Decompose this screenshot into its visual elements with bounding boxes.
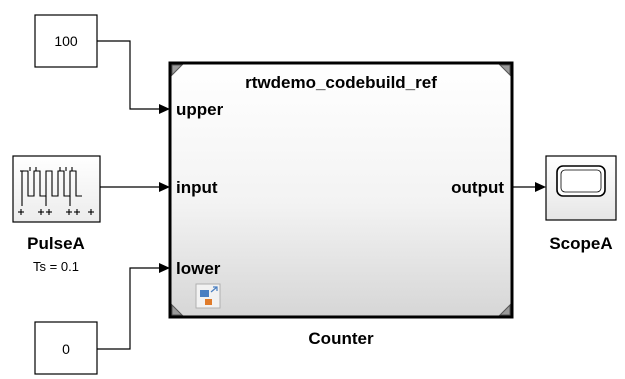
- arrowheads: [159, 104, 546, 273]
- model-block-corners: [171, 64, 511, 316]
- pulse-generator-sample-time: Ts = 0.1: [33, 259, 79, 274]
- constant-block-upper[interactable]: 100: [34, 14, 98, 68]
- model-reference-block[interactable]: rtwdemo_codebuild_ref upper input lower …: [168, 61, 514, 348]
- port-label-input: input: [176, 178, 218, 197]
- arrowhead-input: [159, 182, 170, 192]
- model-block-name: Counter: [308, 329, 374, 348]
- port-label-upper: upper: [176, 100, 224, 119]
- model-block-frame: [168, 61, 514, 319]
- pulse-train-icon: [18, 167, 94, 215]
- signal-lines: [97, 40, 535, 350]
- arrowhead-upper: [159, 104, 170, 114]
- constant-upper-frame: [34, 14, 98, 68]
- signal-line-upper[interactable]: [97, 40, 162, 110]
- arrowhead-lower: [159, 263, 170, 273]
- constant-lower-frame: [34, 321, 98, 375]
- model-reference-icon[interactable]: [195, 283, 221, 309]
- signal-line-lower[interactable]: [97, 267, 162, 350]
- constant-lower-value: 0: [62, 341, 70, 357]
- pulse-generator-block[interactable]: PulseA Ts = 0.1: [12, 155, 101, 274]
- model-block-model-name: rtwdemo_codebuild_ref: [245, 73, 437, 92]
- scope-screen-icon: [556, 165, 606, 197]
- pulse-generator-name: PulseA: [27, 234, 85, 253]
- constant-upper-value: 100: [54, 33, 78, 49]
- arrowhead-output: [535, 182, 546, 192]
- port-label-output: output: [451, 178, 504, 197]
- pulse-generator-frame: [12, 155, 101, 223]
- scope-name: ScopeA: [549, 234, 612, 253]
- port-label-lower: lower: [176, 259, 221, 278]
- constant-block-lower[interactable]: 0: [34, 321, 98, 375]
- scope-block[interactable]: ScopeA: [545, 155, 617, 253]
